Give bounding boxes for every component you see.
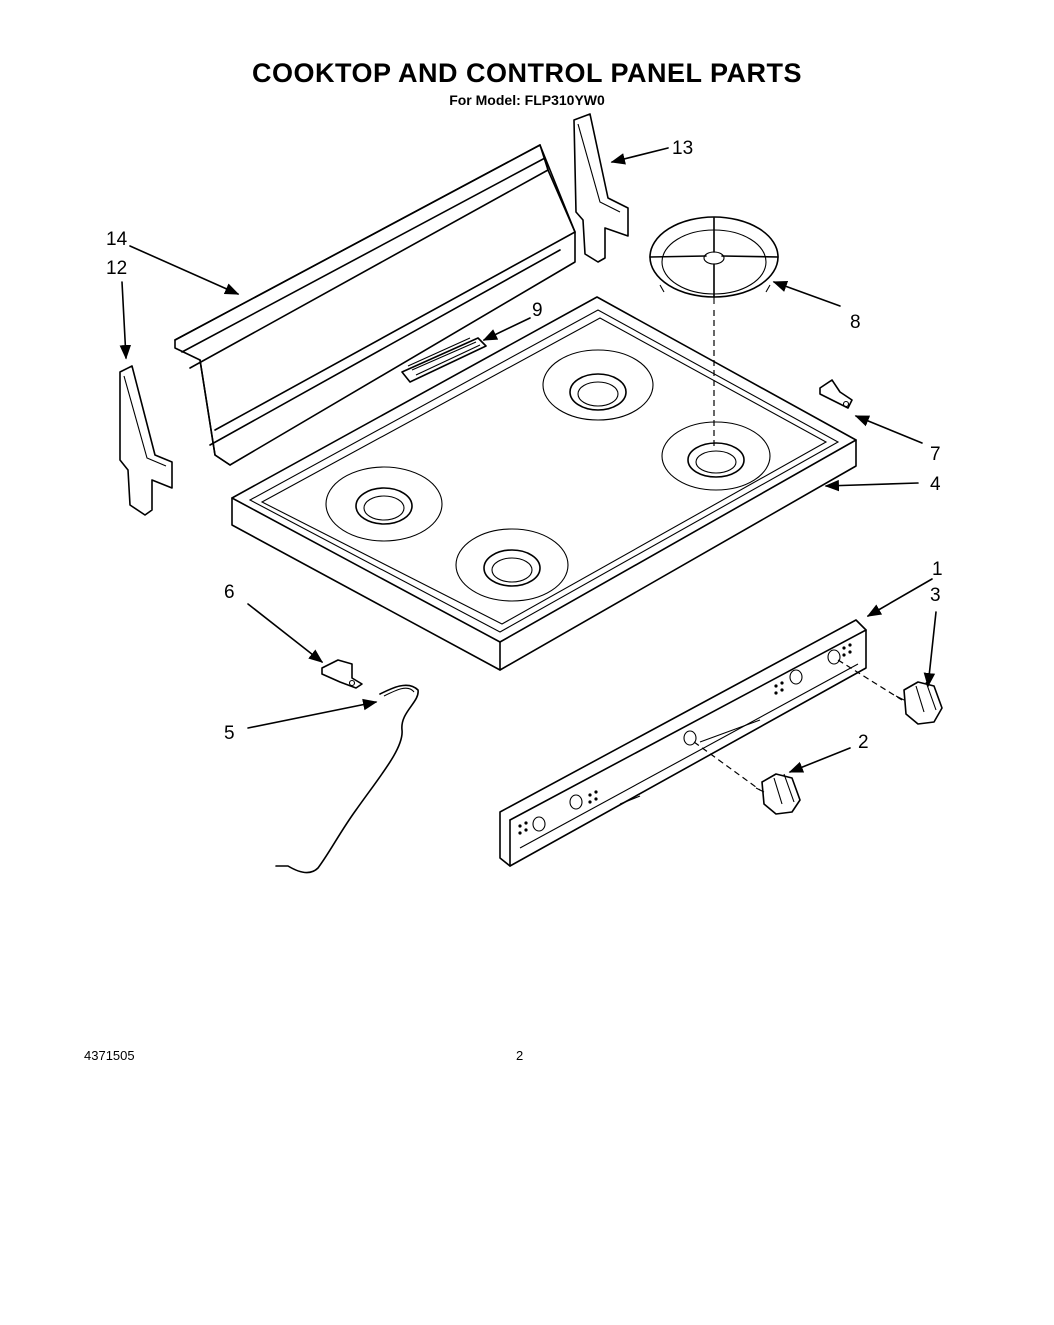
document-number: 4371505 — [84, 1048, 135, 1063]
callout-1: 1 — [932, 559, 943, 580]
callout-leaders — [119, 147, 937, 773]
burner-rear-right — [661, 421, 771, 491]
page-number: 2 — [516, 1048, 524, 1063]
callout-2: 2 — [858, 732, 869, 753]
callout-5: 5 — [224, 723, 235, 744]
model-subtitle: For Model: FLP310YW0 — [449, 92, 605, 108]
callout-12: 12 — [106, 258, 127, 279]
callout-14: 14 — [106, 229, 128, 250]
control-knob-part-3 — [895, 681, 943, 725]
callout-9: 9 — [532, 300, 543, 321]
bracket-right-part — [819, 379, 853, 409]
burner-front-right — [455, 528, 569, 602]
burner-rear-left — [542, 349, 654, 421]
callout-8: 8 — [850, 312, 861, 333]
callout-3: 3 — [930, 585, 941, 606]
page-title: COOKTOP AND CONTROL PANEL PARTS — [251, 58, 803, 88]
callout-labels: 14 12 13 9 8 7 4 1 3 2 6 5 — [106, 138, 943, 753]
wire-lead-part — [275, 684, 419, 874]
left-end-cap-part — [119, 365, 173, 516]
vent-trim-part — [401, 337, 487, 404]
callout-7: 7 — [930, 444, 941, 465]
bracket-left-part — [321, 659, 363, 689]
callout-6: 6 — [224, 582, 235, 603]
control-panel-part — [499, 619, 903, 867]
burner-front-left — [325, 466, 443, 542]
callout-4: 4 — [930, 474, 941, 495]
cooktop-part — [231, 296, 857, 671]
callout-13: 13 — [672, 138, 693, 159]
burner-grate-part — [649, 216, 779, 450]
control-knob-part-2 — [755, 773, 801, 815]
backguard-part — [174, 144, 576, 466]
right-end-cap-part — [573, 113, 629, 263]
